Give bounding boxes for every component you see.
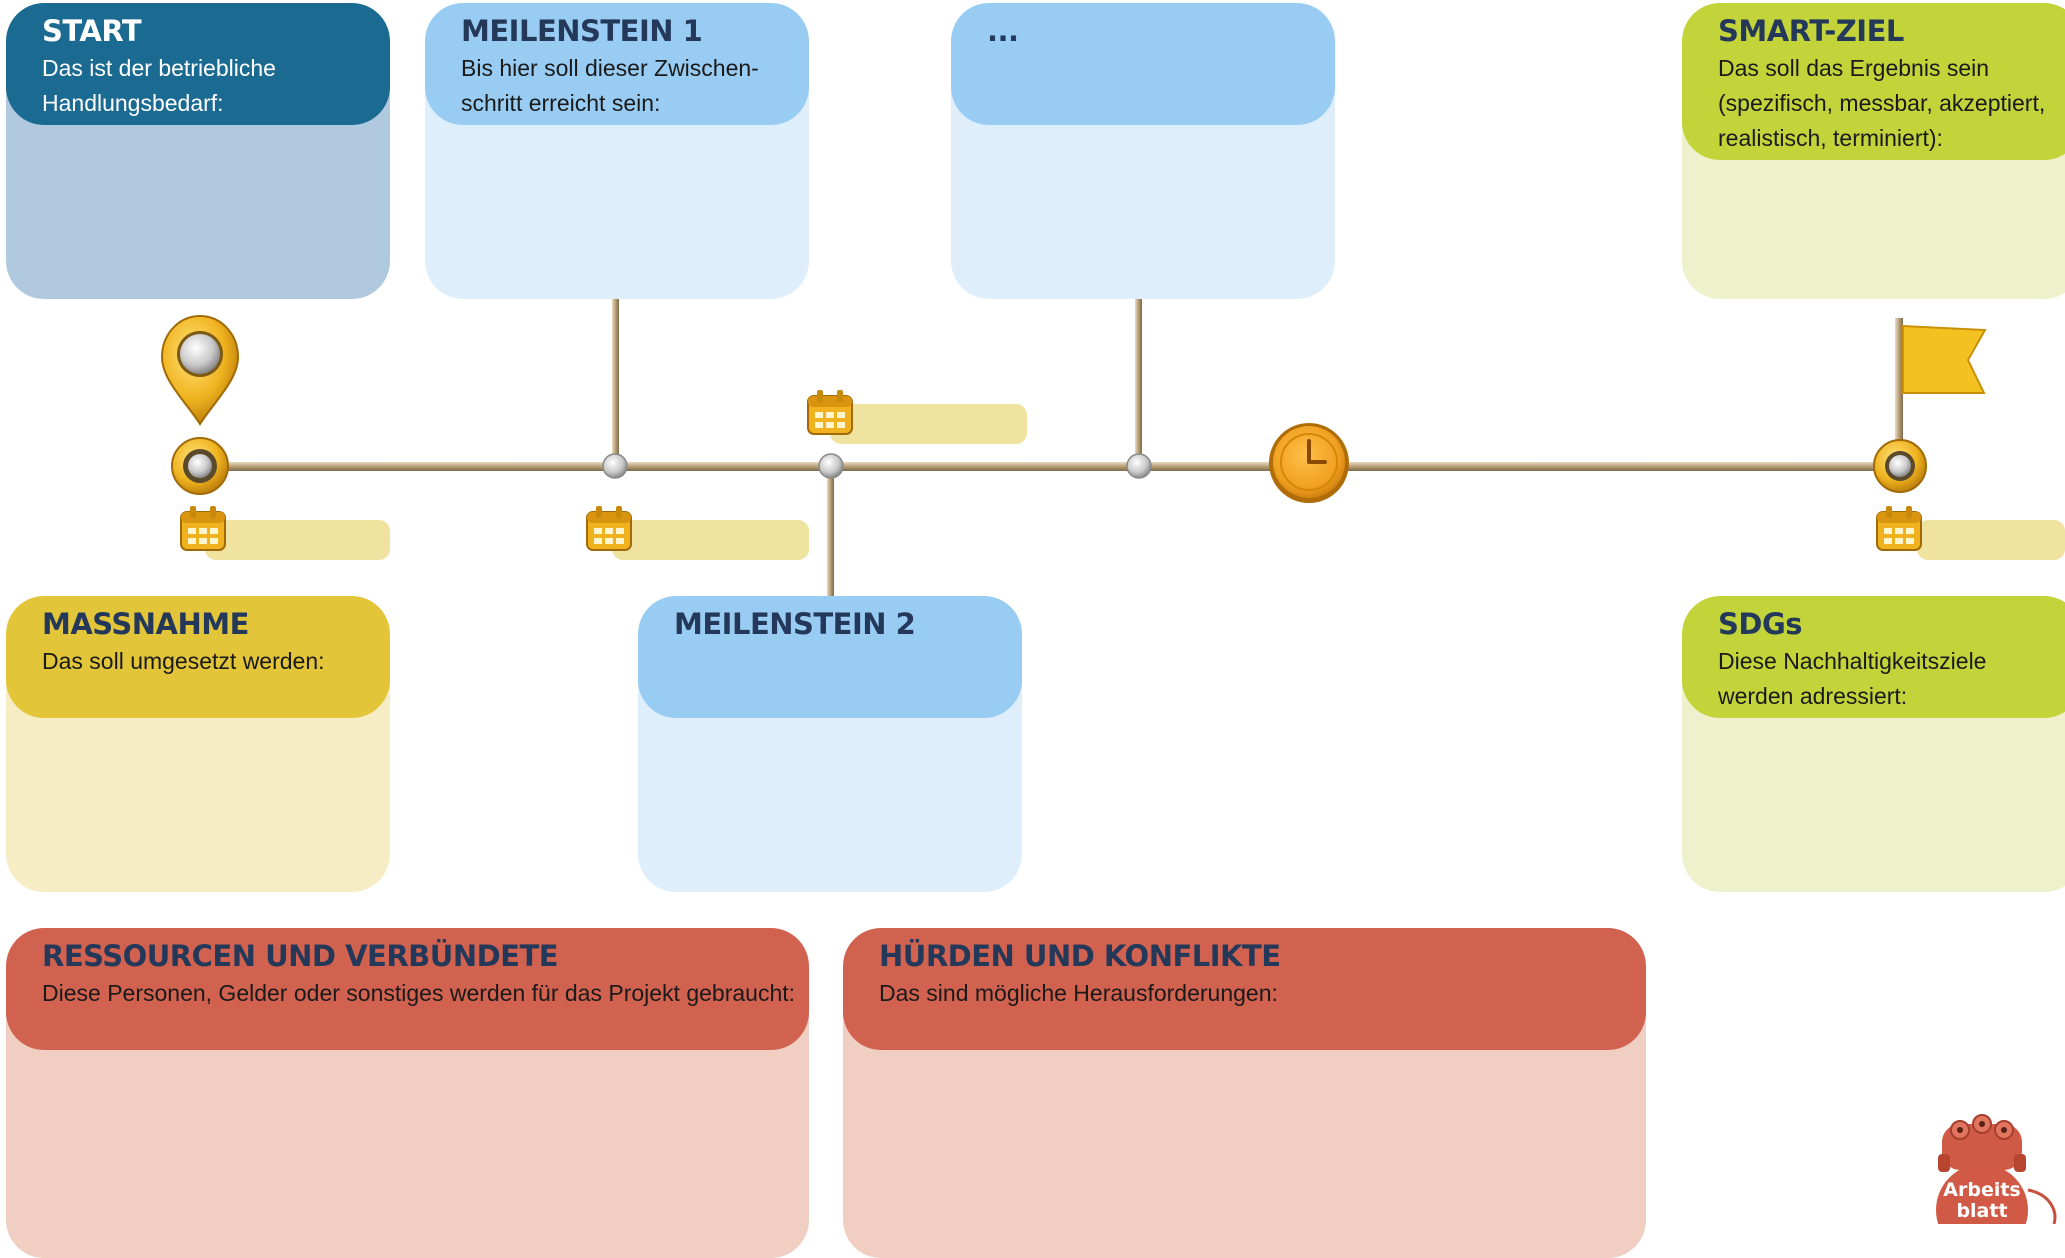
calendar-icon [586,506,632,551]
meilenstein1-title: MEILENSTEIN 1 [461,14,703,48]
ressourcen-title: RESSOURCEN UND VERBÜNDETE [42,939,559,973]
date-field-start[interactable] [205,520,390,560]
robot-icon [1936,1114,2057,1224]
meilenstein2-title: MEILENSTEIN 2 [674,607,916,641]
start-text: Das ist der betriebliche Handlungsbedarf… [42,55,276,116]
massnahme-card: MASSNAHME Das soll umgesetzt werden: [6,596,390,892]
sdgs-text: Diese Nachhaltigkeitsziele werden adress… [1718,648,1987,709]
smart-ziel-text: Das soll das Ergebnis sein (spezifisch, … [1718,55,2046,151]
node-meilenstein1 [602,453,628,479]
connector-meilenstein2 [827,467,834,596]
connector-meilenstein1 [612,299,619,467]
flag-icon [1895,318,1987,468]
milestone-more-card: ... [951,3,1335,299]
huerden-text: Das sind mögliche Herausforderungen: [879,980,1278,1006]
sdgs-card: SDGs Diese Nachhaltigkeitsziele werden a… [1682,596,2065,892]
meilenstein1-text: Bis hier soll dieser Zwischen-schritt er… [461,55,759,116]
massnahme-text: Das soll umgesetzt werden: [42,648,325,674]
huerden-card: HÜRDEN UND KONFLIKTE Das sind mögliche H… [843,928,1646,1258]
ressourcen-text: Diese Personen, Gelder oder sonstiges we… [42,980,796,1006]
date-field-meilenstein2[interactable] [830,404,1027,444]
massnahme-title: MASSNAHME [42,607,249,641]
start-card: START Das ist der betriebliche Handlungs… [6,3,390,299]
calendar-icon [807,390,853,435]
start-title: START [42,14,142,48]
arbeitsblatt-badge: Arbeits blatt [1924,1110,2065,1224]
huerden-title: HÜRDEN UND KONFLIKTE [879,939,1281,973]
sdgs-title: SDGs [1718,607,1803,641]
meilenstein2-card: MEILENSTEIN 2 [638,596,1022,892]
clock-icon [1269,423,1349,503]
date-field-ziel[interactable] [1917,520,2065,560]
milestone-more-title: ... [987,14,1019,48]
connector-more [1135,299,1142,467]
location-pin-icon [160,314,240,426]
date-field-meilenstein1[interactable] [612,520,809,560]
badge-label: Arbeits blatt [1932,1180,2032,1222]
timeline-rod [200,462,1900,471]
calendar-icon [1876,506,1922,551]
timeline [160,299,1987,596]
calendar-icon [180,506,226,551]
meilenstein1-card: MEILENSTEIN 1 Bis hier soll dieser Zwisc… [425,3,809,299]
badge-line2: blatt [1956,1200,2008,1222]
smart-ziel-title: SMART-ZIEL [1718,14,1904,48]
smart-ziel-card: SMART-ZIEL Das soll das Ergebnis sein (s… [1682,3,2065,299]
ressourcen-card: RESSOURCEN UND VERBÜNDETE Diese Personen… [6,928,809,1258]
node-more [1126,453,1152,479]
badge-line1: Arbeits [1943,1179,2021,1201]
node-meilenstein2 [818,453,844,479]
